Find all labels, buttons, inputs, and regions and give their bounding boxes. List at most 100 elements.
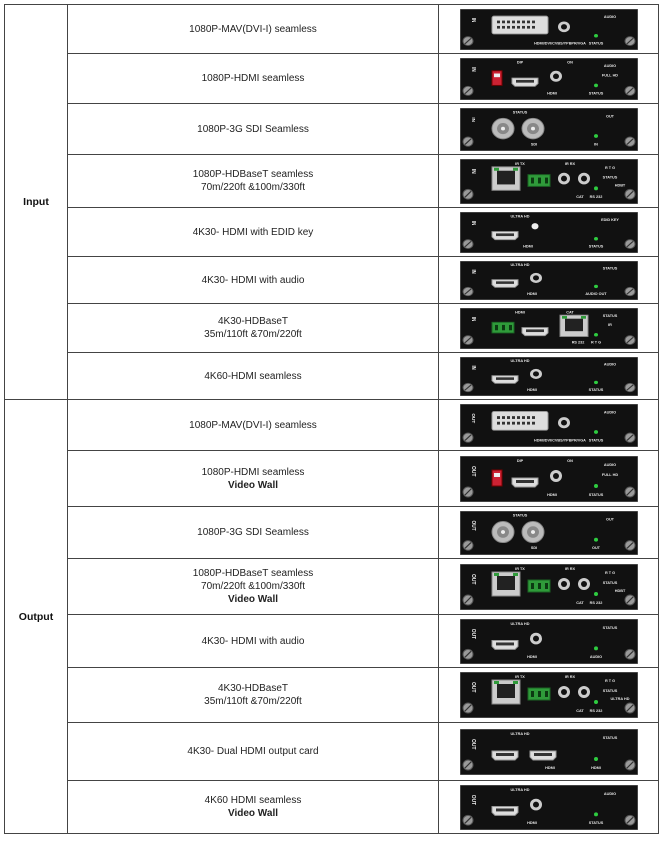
status-led-icon	[593, 591, 598, 596]
audio-port-icon	[557, 577, 570, 590]
hdmi-port-icon	[491, 805, 518, 816]
rj45-port-icon	[491, 571, 520, 596]
card-label: IN	[594, 142, 598, 146]
side-label: IN	[469, 67, 475, 72]
card-description: 4K30- Dual HDMI output card	[67, 722, 439, 781]
side-label: IN	[469, 168, 475, 173]
card-label: ULTRA HD	[510, 732, 529, 736]
card-label: CAT	[566, 310, 574, 314]
card-label: ULTRA HD	[510, 214, 529, 218]
card-label: STATUS	[512, 110, 527, 114]
card-label: ON	[567, 459, 573, 463]
description-line: 1080P-MAV(DVI-I) seamless	[189, 419, 317, 431]
card-label: OUT	[591, 546, 600, 550]
hdmi-port-icon	[521, 326, 548, 336]
card-label: STATUS	[588, 91, 603, 95]
side-label: IN	[469, 17, 475, 22]
card-label: OUT	[606, 114, 615, 118]
card-label: HDMI	[547, 493, 557, 497]
hdmi-port-icon	[491, 750, 518, 760]
bnc-port-icon	[521, 117, 544, 139]
card-label: STATUS	[588, 438, 603, 442]
description-line: 1080P-HDMI seamless	[201, 466, 305, 478]
audio-port-icon	[549, 469, 562, 482]
card-label: R T G	[604, 165, 614, 169]
dvi-port-icon	[491, 15, 548, 34]
card-label: IR RX	[564, 161, 575, 165]
audio-port-icon	[529, 798, 542, 810]
description-line: 1080P-3G SDI Seamless	[197, 123, 309, 135]
status-led-icon	[593, 645, 598, 650]
hdmi-port-icon	[491, 278, 518, 288]
card-description: 4K60-HDMI seamless	[67, 352, 439, 400]
hdmi-port-icon	[491, 230, 518, 240]
card-label: STATUS	[602, 314, 617, 318]
description-line: Video Wall	[227, 479, 278, 491]
hdmi-port-icon	[511, 477, 538, 487]
card-label: AUDIO	[603, 791, 615, 795]
card-label: R T G	[604, 679, 614, 683]
card-label: IR TX	[515, 567, 525, 571]
status-led-icon	[593, 380, 598, 384]
side-label: OUT	[470, 466, 476, 477]
description-line: 4K60-HDMI seamless	[204, 370, 302, 382]
button-port-icon	[531, 222, 538, 229]
card-description: 1080P-3G SDI Seamless	[67, 103, 439, 155]
card-description: 4K30- HDMI with audio	[67, 614, 439, 668]
card-label: STATUS	[588, 41, 603, 45]
card-label: STATUS	[602, 689, 617, 693]
card-label: AUDIO	[589, 655, 601, 659]
dip-port-icon	[491, 69, 502, 86]
hdmi-port-icon	[529, 750, 556, 760]
status-led-icon	[593, 284, 598, 288]
description-line: 1080P-HDMI seamless	[201, 73, 305, 84]
status-led-icon	[593, 700, 598, 704]
rj45-port-icon	[491, 165, 520, 191]
card-label: HDMI	[547, 91, 557, 95]
card-label: STATUS	[588, 493, 603, 497]
audio-port-icon	[557, 416, 570, 428]
card-label: HDBT	[614, 183, 625, 187]
side-label: OUT	[469, 520, 475, 530]
side-label: IN	[469, 220, 475, 225]
bnc-port-icon	[521, 520, 544, 543]
card-label: IR TX	[515, 675, 525, 679]
side-label: IN	[469, 117, 475, 122]
description-line: 1080P-MAV(DVI-I) seamless	[189, 23, 317, 35]
card-description: 1080P-3G SDI Seamless	[67, 506, 439, 559]
card-label: IR	[608, 323, 612, 327]
card-label: FULL HD	[601, 473, 617, 477]
card-label: HDMI	[527, 821, 537, 825]
rs232-port-icon	[491, 321, 514, 333]
status-led-icon	[593, 185, 598, 190]
group-label: Output	[4, 399, 68, 834]
audio-port-icon	[549, 70, 562, 82]
hdmi-port-icon	[511, 77, 538, 87]
bnc-port-icon	[491, 117, 514, 139]
hdmi-port-icon	[491, 639, 518, 650]
card-label: RS 232	[589, 601, 602, 605]
status-led-icon	[593, 811, 598, 816]
description-line: 4K30- Dual HDMI output card	[187, 746, 319, 757]
card-label: DIP	[516, 459, 523, 463]
